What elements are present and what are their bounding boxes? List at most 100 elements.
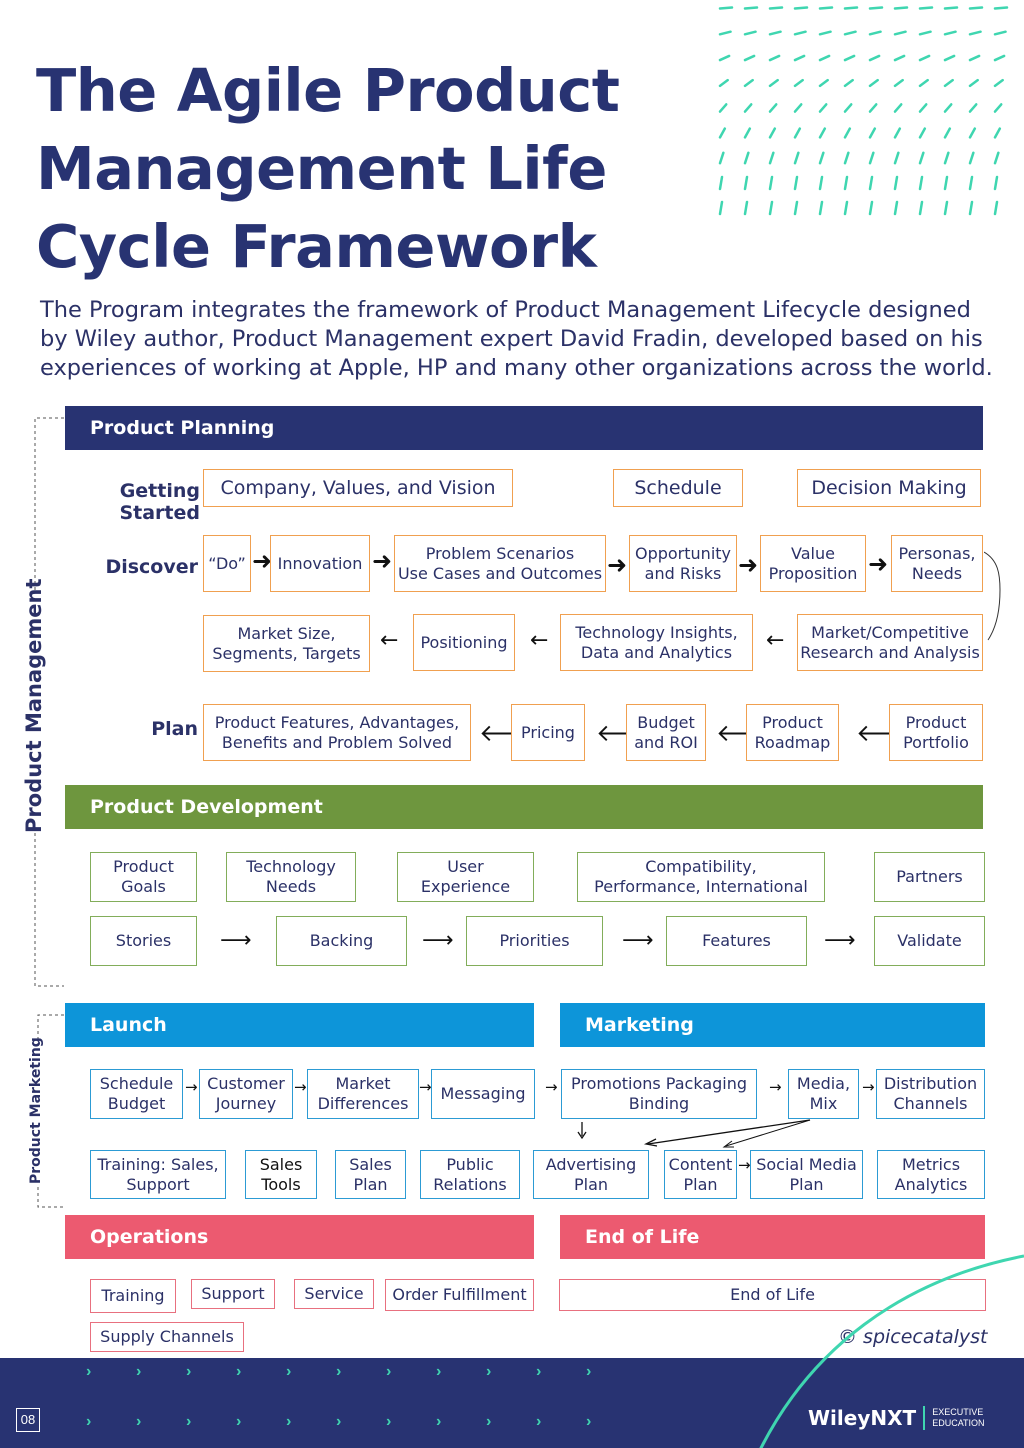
product-portfolio-box: Product Portfolio (889, 704, 983, 761)
promotions-packaging-box: Promotions Packaging Binding (561, 1069, 757, 1119)
arrow-right-icon: → (185, 1078, 198, 1096)
chevron-right-icon: › (586, 1363, 592, 1380)
dash-mark (993, 103, 1003, 113)
dash-mark (943, 54, 956, 62)
dash-mark (943, 200, 949, 216)
dash-mark (843, 6, 859, 10)
product-management-label: Product Management (19, 578, 49, 833)
credit-text: © spicecatalyst (838, 1326, 988, 1348)
dash-mark (968, 103, 978, 113)
footer-arc-graphic (759, 1254, 1024, 1448)
operations-band: Operations (65, 1215, 534, 1259)
technology-needs-box: Technology Needs (226, 852, 356, 902)
arrow-right-icon: ⟶ (422, 928, 454, 953)
plan-label: Plan (151, 718, 198, 740)
training-sales-support-box: Training: Sales, Support (90, 1150, 226, 1199)
dash-mark (818, 6, 834, 10)
chevron-right-icon: › (336, 1363, 342, 1380)
dash-mark (993, 151, 1000, 165)
dash-mark (718, 151, 725, 165)
dash-mark (893, 54, 906, 62)
dash-mark (868, 30, 882, 36)
arrow-right-icon: ⟶ (824, 928, 856, 953)
dash-mark (718, 6, 734, 10)
dash-mark (918, 127, 927, 139)
chevron-right-icon: › (136, 1413, 142, 1430)
schedule-budget-box: Schedule Budget (90, 1069, 183, 1119)
dash-mark (918, 30, 932, 36)
dash-mark (943, 175, 949, 191)
features-box: Features (666, 916, 807, 966)
dash-mark (743, 78, 754, 88)
decision-making-box: Decision Making (797, 469, 981, 507)
dash-mark (943, 151, 950, 165)
product-roadmap-box: Product Roadmap (746, 704, 839, 761)
support-box: Support (191, 1279, 275, 1309)
schedule-box: Schedule (613, 469, 743, 507)
dash-mark (793, 30, 807, 36)
dash-mark (893, 127, 902, 139)
media-mix-box: Media, Mix (788, 1069, 859, 1119)
dash-mark (768, 54, 781, 62)
intro-paragraph: The Program integrates the framework of … (40, 297, 993, 381)
positioning-box: Positioning (413, 614, 515, 671)
brand-subtitle-line-1: EXECUTIVE (932, 1407, 984, 1417)
market-competitive-box: Market/Competitive Research and Analysis (797, 614, 983, 671)
dash-mark (818, 30, 832, 36)
dash-mark (893, 30, 907, 36)
dash-mark (768, 6, 784, 10)
dash-mark (968, 200, 974, 216)
dash-mark (718, 78, 729, 88)
chevron-right-icon: › (236, 1363, 242, 1380)
arrow-right-icon: → (862, 1078, 875, 1096)
metrics-analytics-box: Metrics Analytics (877, 1150, 985, 1199)
dash-mark (843, 200, 849, 216)
dash-mark (818, 103, 828, 113)
dash-mark (768, 30, 782, 36)
dash-mark (718, 30, 732, 36)
dash-mark (993, 175, 999, 191)
chevron-right-icon: › (586, 1413, 592, 1430)
marketing-title: Marketing (585, 1014, 694, 1036)
dash-mark (918, 151, 925, 165)
dash-mark (843, 78, 854, 88)
priorities-box: Priorities (466, 916, 603, 966)
dash-mark (943, 78, 954, 88)
page-number: 08 (16, 1408, 40, 1432)
brand-subtitle: EXECUTIVE EDUCATION (932, 1407, 984, 1429)
dash-mark (718, 103, 728, 113)
dash-mark (743, 175, 749, 191)
dash-mark (768, 103, 778, 113)
dash-mark (818, 151, 825, 165)
marketing-connectors (577, 1119, 811, 1148)
personas-needs-box: Personas, Needs (891, 535, 983, 592)
dash-mark (743, 127, 752, 139)
dash-mark (718, 200, 724, 216)
arrow-right-icon: ➜ (252, 547, 273, 575)
dash-mark (893, 151, 900, 165)
user-experience-box: User Experience (397, 852, 534, 902)
brand-divider (923, 1406, 926, 1430)
distribution-channels-box: Distribution Channels (876, 1069, 985, 1119)
dash-mark (893, 78, 904, 88)
product-development-title: Product Development (90, 796, 323, 818)
dash-mark (868, 200, 874, 216)
arrow-right-icon: ➜ (372, 547, 393, 575)
arrow-right-icon: → (294, 1078, 307, 1096)
dash-mark (793, 103, 803, 113)
pricing-box: Pricing (511, 704, 585, 761)
end-of-life-band: End of Life (560, 1215, 985, 1259)
value-proposition-box: Value Proposition (760, 535, 866, 592)
arrow-right-icon: ⟶ (622, 928, 654, 953)
product-features-box: Product Features, Advantages, Benefits a… (203, 704, 471, 761)
arrow-right-icon: → (769, 1078, 782, 1096)
market-size-box: Market Size, Segments, Targets (203, 615, 370, 672)
dash-mark (743, 200, 749, 216)
dash-mark (743, 6, 759, 10)
order-fulfillment-box: Order Fulfillment (385, 1279, 534, 1311)
dash-mark (968, 78, 979, 88)
dash-mark (943, 30, 957, 36)
dash-mark (968, 127, 977, 139)
compatibility-box: Compatibility, Performance, Internationa… (577, 852, 825, 902)
arrow-right-icon: → (545, 1078, 558, 1096)
